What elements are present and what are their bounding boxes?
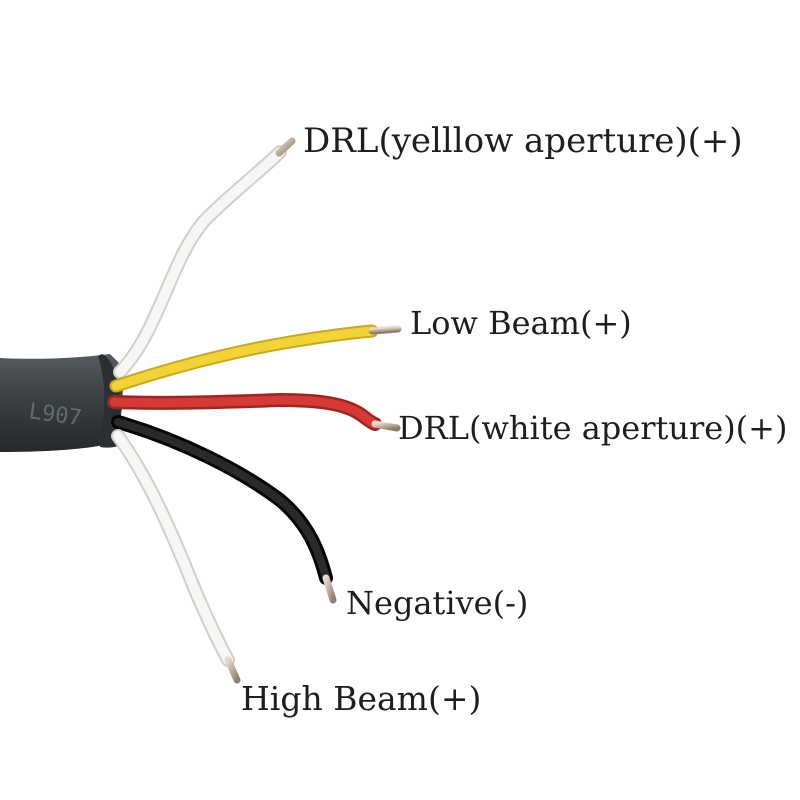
label-drl-white-aperture: DRL(white aperture)(+) xyxy=(398,409,788,447)
wire-red xyxy=(107,392,401,432)
wire-white-lower xyxy=(111,429,241,684)
label-low-beam: Low Beam(+) xyxy=(410,304,632,342)
wire-yellow xyxy=(109,324,402,393)
label-drl-yellow-aperture: DRL(yelllow aperture)(+) xyxy=(303,121,743,161)
wire-black xyxy=(111,415,337,604)
cable-jacket: L907 xyxy=(0,354,123,452)
label-high-beam: High Beam(+) xyxy=(241,679,482,718)
wire-white-upper xyxy=(113,137,296,379)
label-negative: Negative(-) xyxy=(346,584,529,622)
